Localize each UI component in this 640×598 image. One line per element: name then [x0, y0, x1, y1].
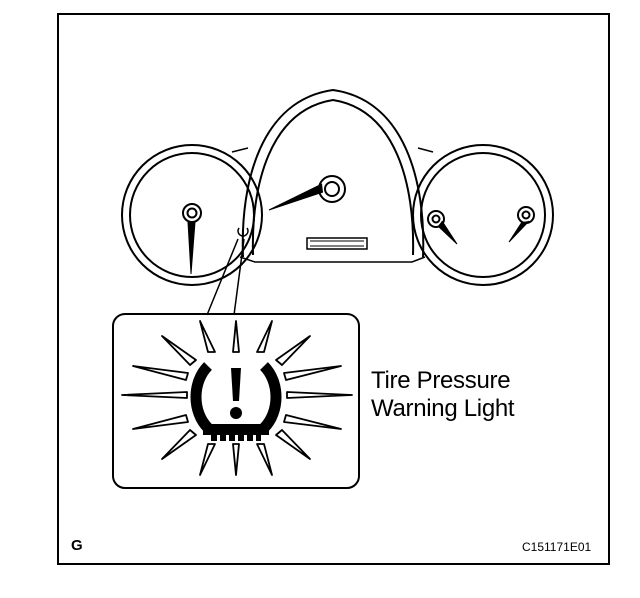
light-rays-icon: [121, 320, 353, 476]
callout-label-line2: Warning Light: [371, 395, 515, 422]
figure-code: C151171E01: [522, 540, 592, 554]
tire-pressure-warning-icon: [190, 362, 282, 441]
right-gauge: [412, 144, 554, 286]
center-gauge: [241, 88, 425, 258]
diagram-frame: [57, 13, 610, 565]
callout-leader: [206, 238, 245, 316]
section-letter: G: [71, 537, 83, 554]
callout-label: Tire Pressure Warning Light: [371, 367, 515, 423]
callout-box: [112, 313, 360, 489]
callout-label-line1: Tire Pressure: [371, 367, 511, 394]
